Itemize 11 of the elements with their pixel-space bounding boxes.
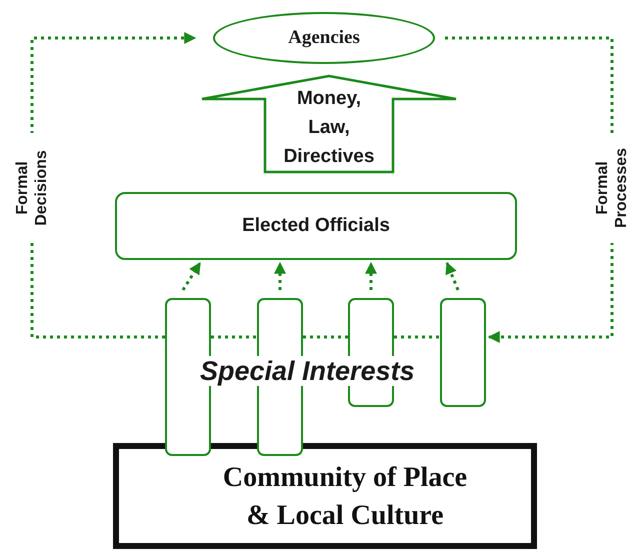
arrow <box>182 262 202 291</box>
arrow <box>365 262 377 290</box>
edge-label: Money, Law, Directives <box>282 87 376 169</box>
foundation-box: Community of Place & Local Culture <box>113 443 537 549</box>
block-arrow <box>200 74 458 174</box>
arrow <box>274 262 286 290</box>
interest-bar <box>440 298 486 407</box>
group-label: Special Interests <box>200 356 415 386</box>
arrow <box>446 262 460 291</box>
process-box: Elected Officials <box>115 192 517 260</box>
agency-ellipse: Agencies <box>213 12 435 64</box>
